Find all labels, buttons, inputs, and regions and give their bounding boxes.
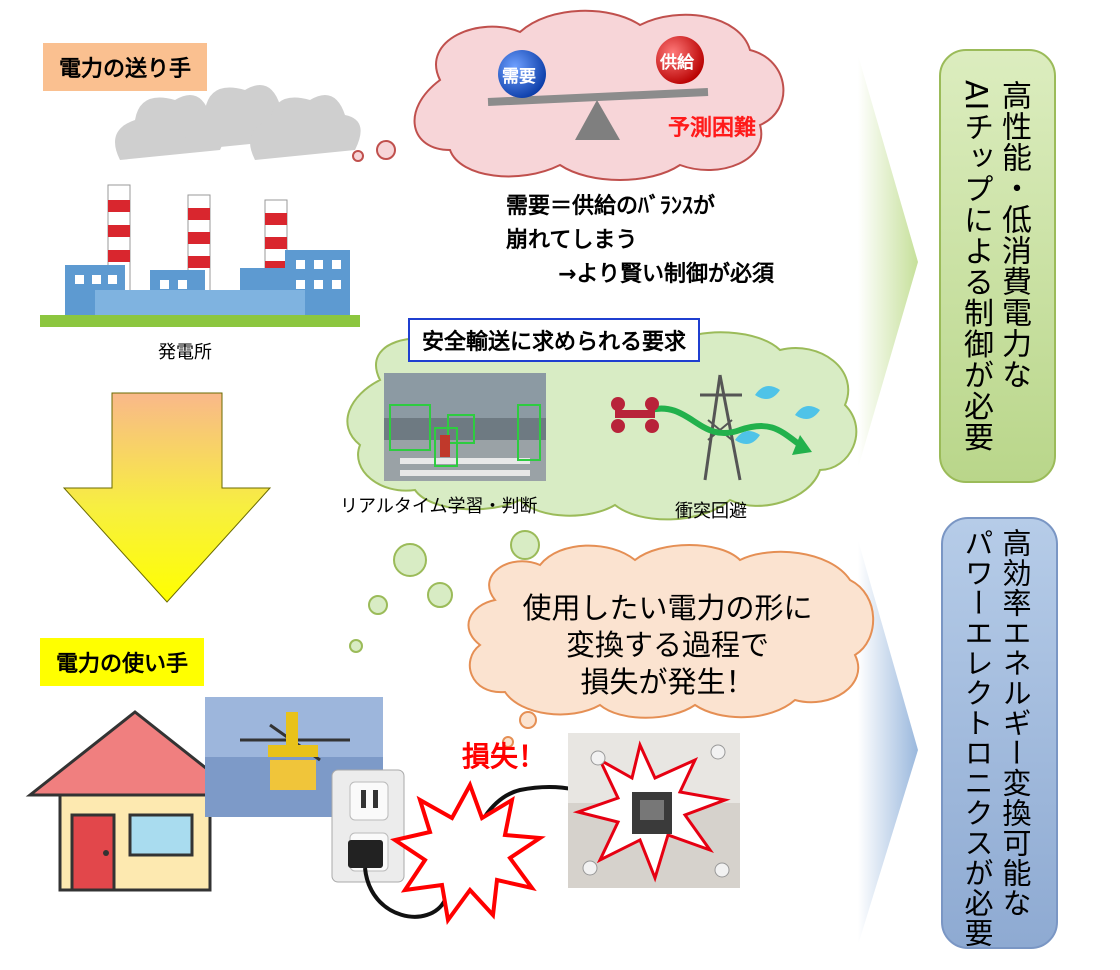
green-chevron-arrow xyxy=(858,55,918,468)
power-electronics-box xyxy=(941,517,1058,949)
plant-caption: 発電所 xyxy=(158,342,212,363)
ai-chip-text-col2: AIチップによる制御が必要 xyxy=(958,80,993,453)
transport-title: 安全輸送に求められる要求 xyxy=(408,318,701,362)
balance-note-line3: →より賢い制御が必須 xyxy=(558,262,774,287)
house-illustration xyxy=(25,710,245,892)
power-electronics-text-col2: パワーエレクトロニクスが必要 xyxy=(960,528,994,948)
loss-bubble-line3: 損失が発生！ xyxy=(580,665,755,699)
ai-chip-box xyxy=(939,49,1056,483)
thought-dots-peach xyxy=(502,711,537,748)
balance-note-line2: 崩れてしまう xyxy=(506,228,638,253)
sender-label: 電力の送り手 xyxy=(43,43,208,91)
power-electronics-text-col1: 高効率エネルギー変換可能な xyxy=(998,528,1032,918)
realtime-caption: リアルタイム学習・判断 xyxy=(340,496,538,517)
loss-bubble-line2: 変換する過程で xyxy=(565,628,769,662)
hexacopter-photo xyxy=(568,733,740,888)
collision-caption: 衝突回避 xyxy=(675,501,747,522)
loss-cloud xyxy=(467,544,875,719)
loss-starburst xyxy=(390,780,546,925)
loss-bubble-line1: 使用したい電力の形に xyxy=(522,591,813,625)
power-plant-illustration xyxy=(40,85,361,327)
receiver-label: 電力の使い手 xyxy=(40,638,205,686)
collision-avoidance-illustration xyxy=(611,374,820,481)
supply-label: 供給 xyxy=(660,53,694,73)
prediction-difficulty-label: 予測困難 xyxy=(668,115,757,141)
balance-seesaw xyxy=(487,36,709,140)
ai-chip-text-col1: 高性能・低消費電力な xyxy=(996,80,1031,390)
street-detection-photo xyxy=(384,373,546,481)
thought-dots-pink xyxy=(352,140,396,162)
thought-dots-green xyxy=(349,530,540,653)
flow-down-arrow xyxy=(62,392,272,603)
balance-note-line1: 需要＝供給のﾊﾞﾗﾝｽが xyxy=(506,194,716,219)
blue-chevron-arrow xyxy=(858,540,918,945)
wall-outlet xyxy=(331,769,405,883)
loss-tag: 損失！ xyxy=(462,740,547,773)
demand-label: 需要 xyxy=(502,67,536,87)
